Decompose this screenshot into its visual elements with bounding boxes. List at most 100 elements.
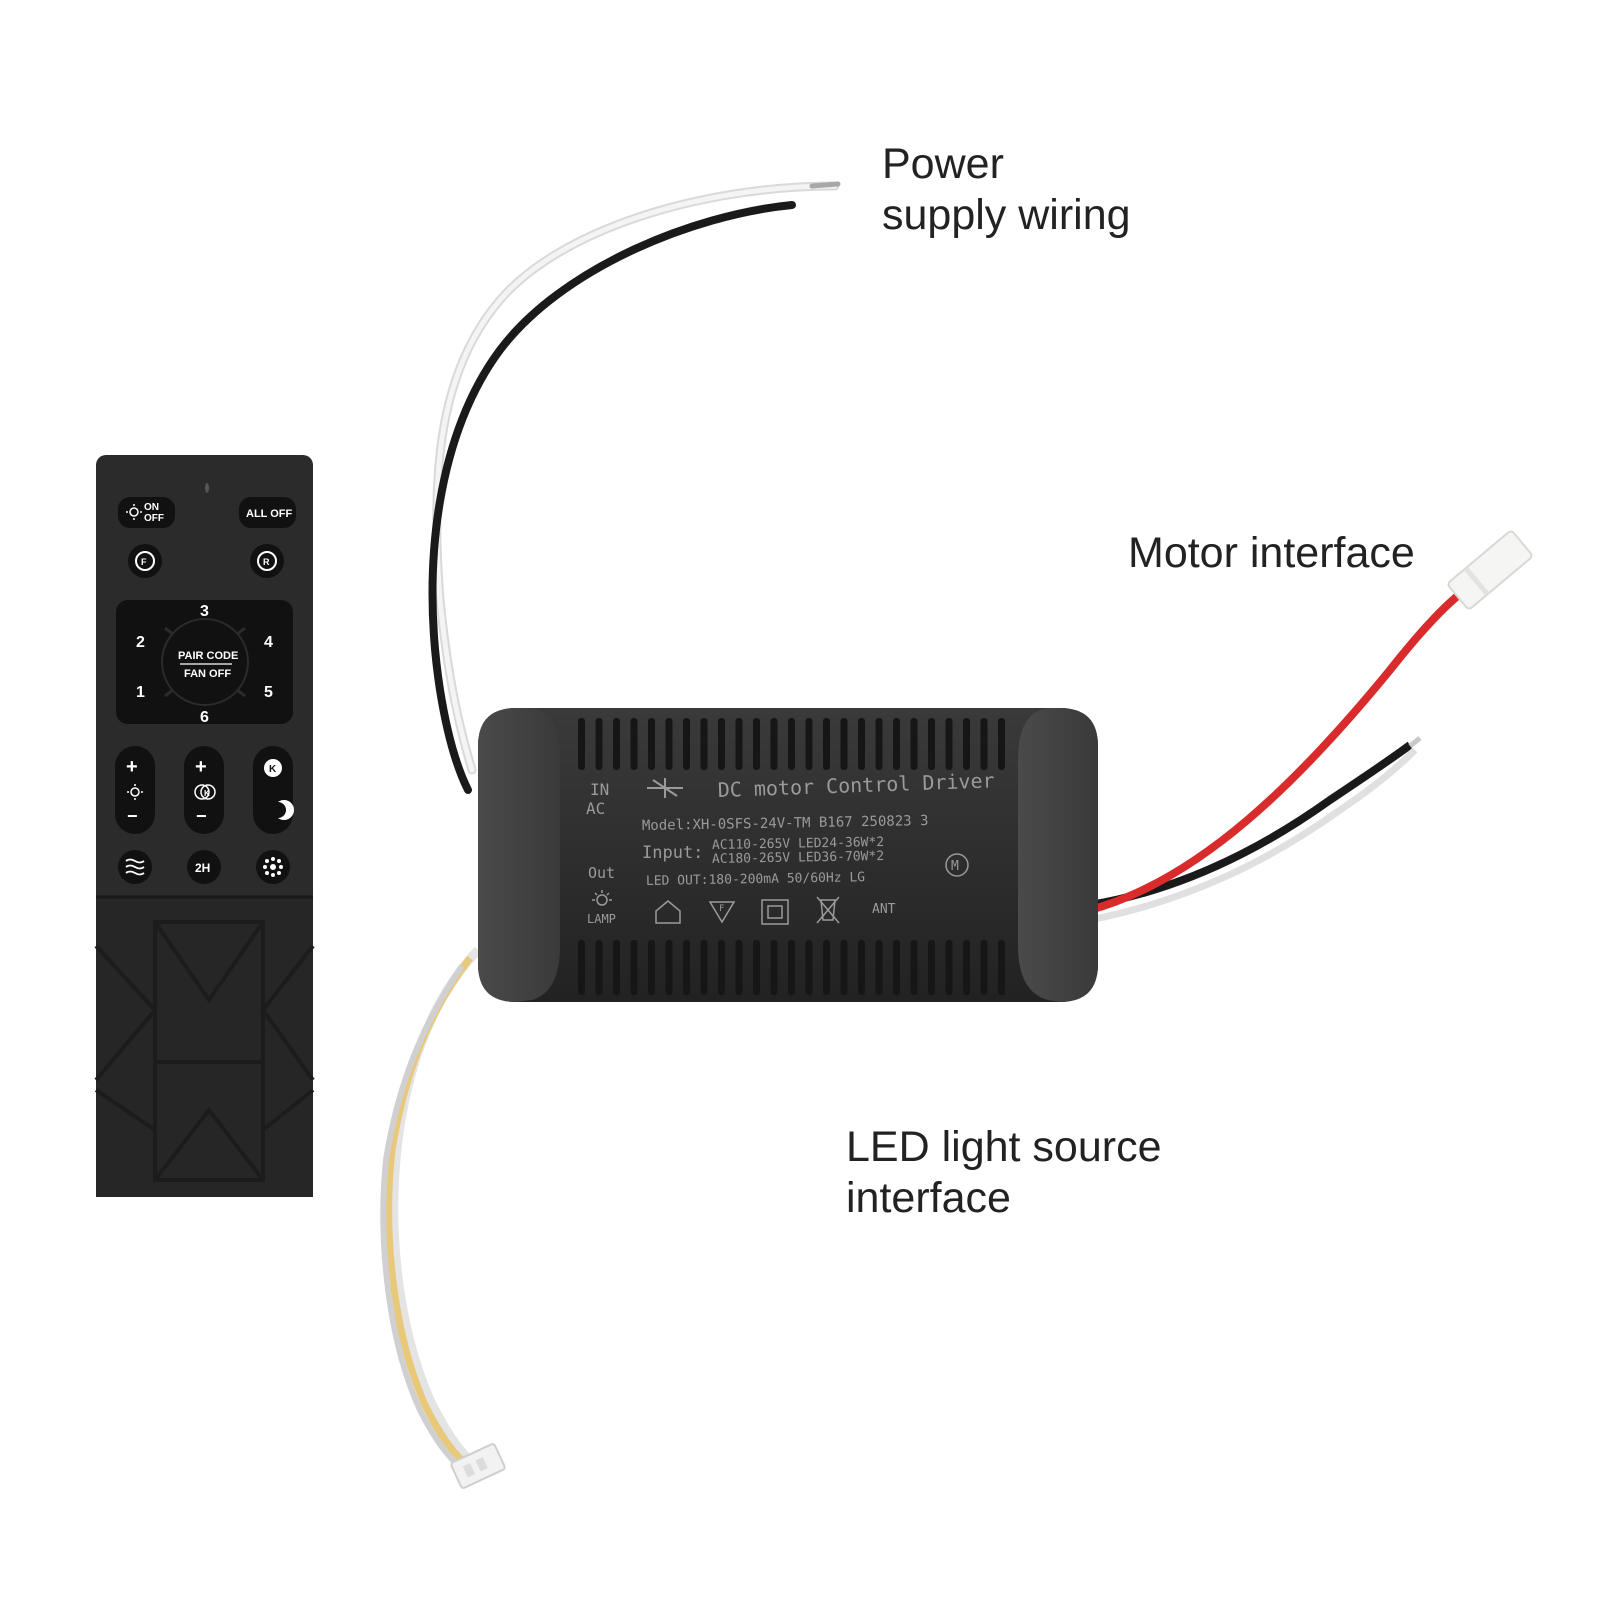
vent-slot (998, 718, 1005, 770)
vent-slot (683, 940, 690, 995)
svg-text:−: − (127, 806, 138, 826)
fan-forward-button[interactable]: F (128, 544, 162, 578)
power-supply-wires (428, 181, 841, 794)
vent-slot (753, 718, 760, 770)
vent-slot (578, 718, 585, 770)
fan-speed-pad: PAIR CODE FAN OFF 1 2 3 4 5 6 (116, 600, 293, 726)
speed-6-button[interactable]: 6 (200, 709, 209, 726)
light-icon (126, 504, 142, 520)
led-wire-white-2 (380, 964, 465, 1468)
vent-slot (770, 718, 778, 770)
lamp-icon (592, 890, 612, 906)
light-mode-icon (263, 857, 283, 877)
vent-slot (910, 940, 918, 995)
vent-slot (648, 718, 655, 770)
vent-slot (683, 718, 690, 770)
light-mode-button[interactable] (256, 850, 290, 884)
vent-slot (893, 940, 900, 995)
vent-slot (595, 718, 603, 770)
svg-text:ALL OFF: ALL OFF (246, 508, 293, 520)
power-wire-black (428, 201, 796, 794)
vent-slot (910, 718, 918, 770)
vent-slot (788, 940, 795, 995)
vent-slot (613, 940, 620, 995)
natural-wind-button[interactable] (118, 850, 152, 884)
reverse-icon (257, 551, 277, 571)
svg-text:+: + (126, 756, 138, 778)
weee-bin-icon (816, 896, 840, 924)
motor-wire-tip (1408, 736, 1422, 748)
vent-slot (788, 718, 795, 770)
vent-slot (665, 940, 673, 995)
vent-slot (770, 940, 778, 995)
driver-input-label: Input: (642, 843, 703, 863)
power-label-line1: Power (882, 140, 1004, 188)
scene-rocker[interactable]: K (253, 746, 295, 834)
svg-text:2H: 2H (195, 861, 210, 875)
driver-ant-label: ANT (872, 902, 896, 917)
svg-text:ON: ON (144, 502, 159, 513)
remote-battery-cover (94, 920, 315, 1182)
house-icon (655, 900, 681, 924)
driver-in-label: IN (590, 780, 609, 799)
all-off-button[interactable]: ALL OFF (239, 497, 296, 528)
fan-reverse-button[interactable]: R (250, 544, 284, 578)
vent-slot (823, 718, 830, 770)
led-label-line2: interface (846, 1174, 1011, 1222)
speed-5-button[interactable]: 5 (264, 684, 273, 701)
vent-slot (858, 940, 865, 995)
speed-2-button[interactable]: 2 (136, 634, 145, 651)
on-off-button[interactable]: ON OFF (118, 497, 175, 528)
vent-slot (858, 718, 865, 770)
speed-1-button[interactable]: 1 (136, 684, 145, 701)
power-wire-white (432, 181, 840, 775)
svg-text:−: − (196, 806, 207, 826)
vent-slot (875, 940, 883, 995)
vent-slot (718, 940, 725, 995)
speed-4-button[interactable]: 4 (264, 634, 273, 651)
led-label-line1: LED light source (846, 1123, 1162, 1171)
fan-symbol-icon (647, 778, 683, 798)
svg-text:F: F (141, 557, 147, 567)
double-insulation-icon (761, 899, 789, 925)
timer-2h-button[interactable]: 2H (187, 850, 221, 884)
speed-3-button[interactable]: 3 (200, 603, 209, 620)
svg-text:F: F (719, 904, 724, 914)
motor-wire-red (1088, 586, 1468, 914)
svg-text:M: M (951, 859, 959, 874)
power-label-line2: supply wiring (882, 191, 1131, 239)
vent-slot (630, 940, 638, 995)
motor-wires (1088, 530, 1533, 924)
motor-interface-label: Motor interface (1128, 529, 1415, 577)
driver-input-line2: AC180-265V LED36-70W*2 (712, 849, 884, 867)
vent-slot (963, 718, 970, 770)
vent-slot (893, 718, 900, 770)
vent-slot (945, 718, 953, 770)
vent-slot (665, 718, 673, 770)
vent-slot (928, 940, 935, 995)
fan-off-label: FAN OFF (184, 668, 231, 680)
driver-ac-label: AC (586, 799, 605, 818)
color-temp-rocker[interactable]: + K − (184, 746, 224, 834)
driver-out-label: Out (588, 864, 615, 882)
driver-led-out: LED OUT:180-200mA 50/60Hz LG (646, 870, 866, 889)
wind-icon (125, 858, 145, 876)
pair-code-button[interactable] (163, 620, 247, 704)
brightness-rocker[interactable]: + − (115, 746, 155, 834)
vent-slot (980, 718, 988, 770)
vent-slot (963, 940, 970, 995)
motor-mark-icon: M (945, 853, 969, 877)
led-connector (450, 1443, 506, 1489)
driver-end-cap-right (1018, 708, 1098, 1002)
vent-slot (735, 940, 743, 995)
vent-slot (700, 940, 708, 995)
driver-end-cap-left (478, 708, 560, 1002)
vent-slot (805, 940, 813, 995)
vent-slot (718, 718, 725, 770)
pair-code-label: PAIR CODE (178, 650, 238, 662)
vent-slot (753, 940, 760, 995)
motor-connector (1447, 530, 1533, 610)
svg-text:K: K (269, 764, 277, 775)
driver-input-line1: AC110-265V LED24-36W*2 (712, 835, 884, 853)
